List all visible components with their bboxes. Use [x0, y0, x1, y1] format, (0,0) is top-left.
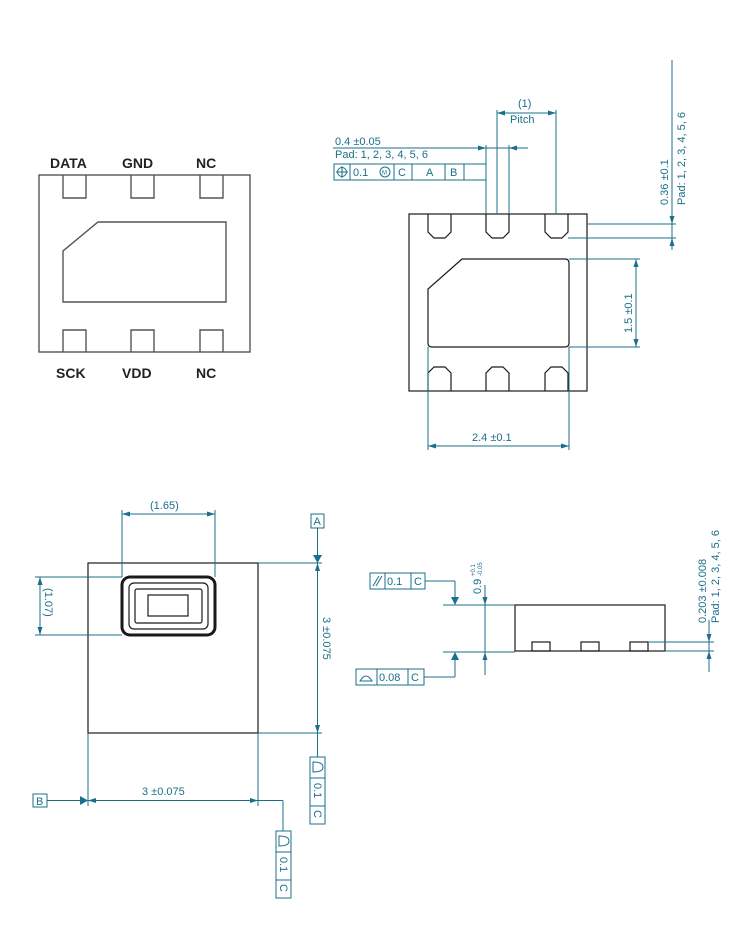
- top-view-pad-6: [544, 366, 569, 391]
- top-view-pad-5: [485, 366, 510, 391]
- body-width: 3 ±0.075: [142, 786, 185, 798]
- top-view-pad-2: [485, 214, 510, 239]
- pitch-label: Pitch: [510, 114, 534, 126]
- flatness-frame: 0.08 C: [355, 668, 425, 686]
- pinout-pad-4: [62, 329, 87, 352]
- datum-b: B: [36, 796, 43, 808]
- side-view-pad-2: [580, 641, 600, 652]
- exposed-pad-width: 2.4 ±0.1: [472, 432, 512, 444]
- sensor-window-inner: [134, 588, 203, 624]
- datum-a: A: [314, 516, 322, 528]
- parallelism-frame: 0.1 C: [369, 572, 426, 590]
- pin-label-gnd: GND: [122, 155, 153, 171]
- pad-width-note: Pad: 1, 2, 3, 4, 5, 6: [335, 149, 428, 161]
- pinout-diagram: DATA GND NC SCK VDD NC: [38, 155, 251, 381]
- pinout-pad-6: [199, 329, 224, 352]
- thickness-tol-plus: +0.1: [471, 563, 477, 576]
- window-width: (1.65): [150, 500, 179, 512]
- sensor-window-mid: [128, 582, 209, 630]
- parallelism-value: 0.1: [387, 576, 402, 588]
- exposed-pad-height: 1.5 ±0.1: [623, 293, 635, 333]
- body-height: 3 ±0.075: [320, 617, 332, 660]
- profile-surface-icon-bottom: [278, 835, 290, 847]
- top-view: (1) Pitch 0.4 ±0.05 Pad: 1, 2, 3, 4, 5, …: [333, 60, 688, 450]
- pad-length-value: 0.36 ±0.1: [659, 159, 671, 205]
- top-view-pad-1: [427, 214, 452, 239]
- parallelism-icon: [372, 575, 380, 587]
- top-view-pad-3: [544, 214, 569, 239]
- parallelism-datum: C: [414, 576, 422, 588]
- thickness-value: 0.9: [472, 579, 484, 594]
- pinout-pad-5: [130, 329, 155, 352]
- pinout-pad-2: [130, 175, 155, 199]
- pin-label-vdd: VDD: [122, 365, 152, 381]
- profile-datum-right: C: [311, 810, 323, 818]
- profile-datum-bottom: C: [277, 884, 289, 892]
- flatness-datum: C: [411, 672, 419, 684]
- mmc-modifier-letter: M: [382, 171, 387, 177]
- profile-surface-icon-right: [312, 761, 324, 773]
- profile-tolerance-value-right: 0.1: [311, 783, 323, 798]
- bottom-view-body: [87, 562, 259, 734]
- pinout-pad-3: [199, 175, 224, 199]
- window-height: (1.07): [42, 588, 54, 617]
- mmc-modifier-icon: [379, 166, 391, 178]
- pin-label-sck: SCK: [56, 365, 86, 381]
- pad-thickness-value: 0.203 ±0.008: [697, 559, 709, 623]
- flatness-value: 0.08: [379, 672, 400, 684]
- thickness-tol-minus: -0.05: [478, 562, 484, 576]
- profile-tolerance-value-bottom: 0.1: [277, 857, 289, 872]
- pinout-pad-1: [62, 175, 87, 199]
- flatness-icon: [359, 675, 373, 682]
- side-view-pad-3: [629, 641, 649, 652]
- top-view-pad-4: [427, 366, 452, 391]
- position-tolerance-frame: 0.1 M C A B: [333, 163, 487, 181]
- sensor-window-outer: [120, 575, 217, 637]
- position-tolerance-value: 0.1: [353, 167, 368, 179]
- position-datum-c: C: [398, 167, 406, 179]
- top-view-exposed-pad: [427, 258, 570, 348]
- position-datum-a: A: [426, 167, 434, 179]
- profile-tolerance-frame-right: 0.1 C: [309, 756, 326, 825]
- side-view: 0.1 C 0.08 C 0.9 +0.1 -0.05: [355, 530, 722, 686]
- pinout-exposed-pad: [62, 221, 227, 303]
- position-datum-b: B: [450, 167, 457, 179]
- bottom-view: (1.65) (1.07) A 3 ±0.075 0.1 C B: [32, 500, 332, 899]
- pitch-value: (1): [518, 98, 531, 110]
- pin-label-nc-bottom: NC: [196, 365, 216, 381]
- pin-label-nc-top: NC: [196, 155, 216, 171]
- profile-tolerance-frame-bottom: 0.1 C: [275, 830, 292, 899]
- pinout-package-body: [38, 174, 251, 353]
- top-view-body: [408, 213, 588, 392]
- pad-length-note: Pad: 1, 2, 3, 4, 5, 6: [676, 112, 688, 205]
- pin-label-data: DATA: [50, 155, 87, 171]
- side-view-body: [514, 604, 666, 652]
- side-view-pad-1: [531, 641, 551, 652]
- sensor-element: [147, 594, 189, 617]
- pad-width-value: 0.4 ±0.05: [335, 136, 381, 148]
- pad-thickness-note: Pad: 1, 2, 3, 4, 5, 6: [710, 530, 722, 623]
